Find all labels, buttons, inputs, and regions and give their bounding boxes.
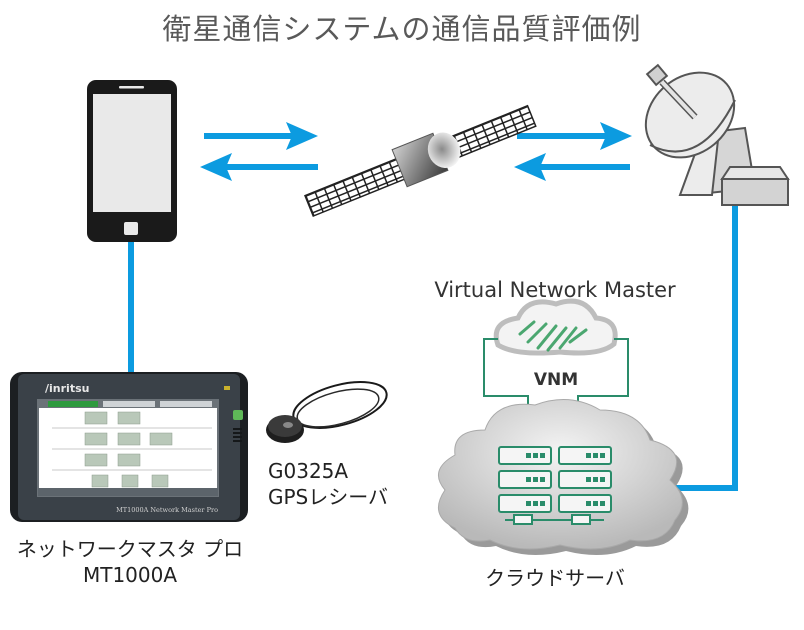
link-groundstation-to-cloud bbox=[648, 205, 738, 491]
satellite-dish-icon bbox=[644, 63, 790, 206]
cloud-server bbox=[437, 399, 689, 555]
server-rack-icon bbox=[498, 446, 612, 525]
network-tester-icon: /inritsu MT1000A Network Master Pro bbox=[10, 372, 248, 522]
mt1000a-label-model: MT1000A bbox=[82, 563, 178, 587]
uplink-arrow-shaft bbox=[204, 133, 294, 139]
arrows-satellite-groundstation bbox=[514, 122, 632, 181]
diagram-title: 衛星通信システムの通信品質評価例 bbox=[162, 12, 642, 46]
smartphone-icon bbox=[87, 80, 177, 242]
cloud-server-label: クラウドサーバ bbox=[485, 566, 625, 590]
gps-label-name: GPSレシーバ bbox=[268, 485, 389, 509]
satellite-icon bbox=[304, 104, 537, 218]
gps-label-model: G0325A bbox=[268, 459, 349, 483]
vnm-cloud-logo: VNM bbox=[493, 298, 618, 390]
link-phone-to-mt1000a bbox=[128, 238, 134, 378]
model-plate: MT1000A Network Master Pro bbox=[116, 506, 218, 514]
mt1000a-label-name: ネットワークマスタ プロ bbox=[16, 537, 244, 561]
arrow-right-icon bbox=[286, 122, 318, 150]
arrows-phone-satellite bbox=[200, 122, 318, 181]
arrow-left-icon bbox=[200, 153, 232, 181]
brand-logo: /inritsu bbox=[45, 382, 89, 395]
arrow-left-icon bbox=[514, 153, 546, 181]
mt1000a-label: ネットワークマスタ プロ MT1000A bbox=[0, 536, 260, 588]
downlink-arrow-shaft bbox=[226, 164, 318, 170]
vnm-label: Virtual Network Master bbox=[434, 278, 676, 302]
gps-receiver-icon bbox=[266, 381, 388, 443]
gps-label: G0325A GPSレシーバ bbox=[268, 458, 388, 510]
vnm-logo-text: VNM bbox=[534, 370, 578, 390]
power-button bbox=[233, 410, 243, 420]
arrow-right-icon bbox=[600, 122, 632, 150]
